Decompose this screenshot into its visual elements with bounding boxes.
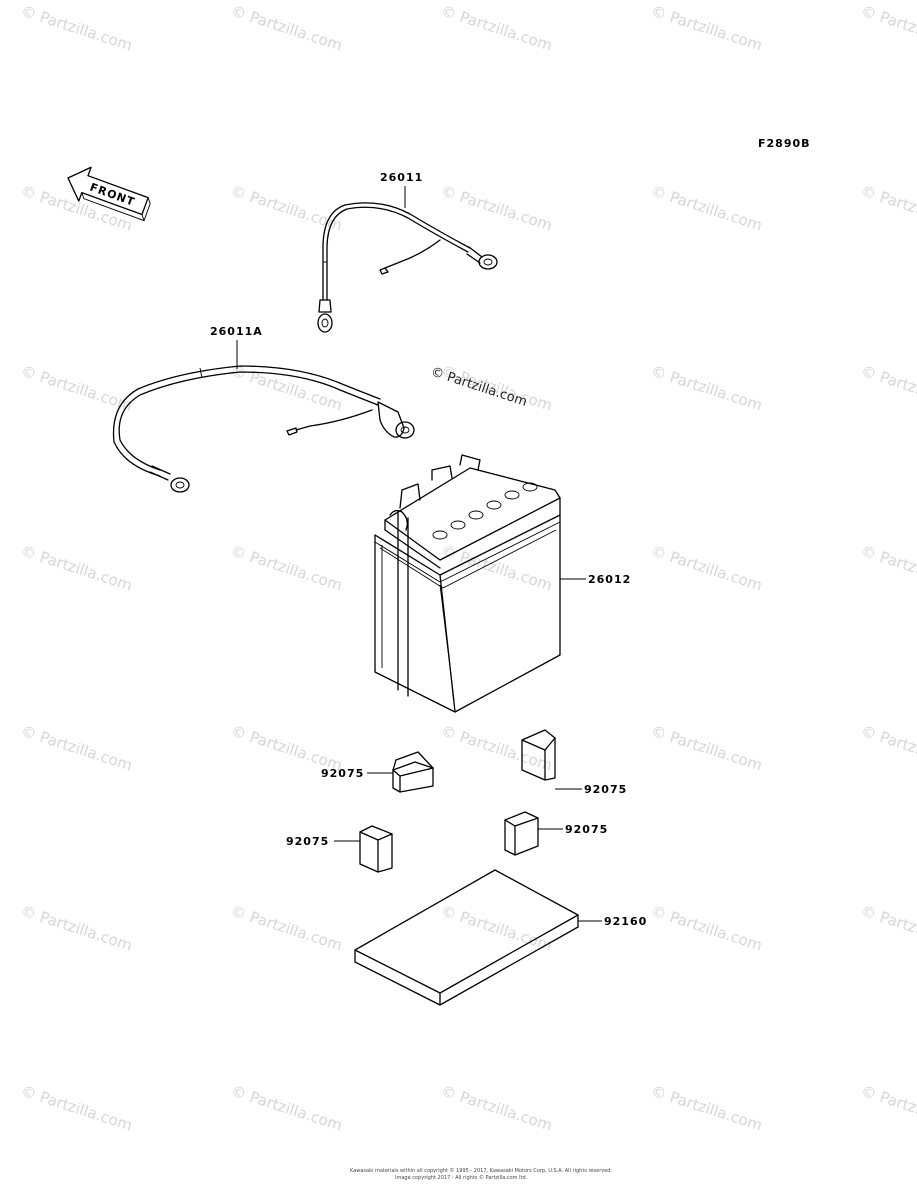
background-watermark: © Partzilla.com <box>649 542 765 595</box>
background-watermark: © Partzilla.com <box>19 722 135 775</box>
background-watermark: © Partzilla.com <box>229 2 345 55</box>
label-26012: 26012 <box>588 573 631 586</box>
background-watermark: © Partzilla.com <box>439 182 555 235</box>
background-watermark: © Partzilla.com <box>19 902 135 955</box>
background-watermark: © Partzilla.com <box>859 182 917 235</box>
background-watermark: © Partzilla.com <box>19 362 135 415</box>
pad-92075-d[interactable]: 92075 <box>504 811 608 856</box>
label-92075-a: 92075 <box>321 767 364 780</box>
background-watermark: © Partzilla.com <box>649 722 765 775</box>
background-watermark: © Partzilla.com <box>859 902 917 955</box>
background-watermark: © Partzilla.com <box>439 902 555 955</box>
label-92075-c: 92075 <box>286 835 329 848</box>
pad-92075-b[interactable]: 92075 <box>521 729 627 796</box>
background-watermark: © Partzilla.com <box>859 362 917 415</box>
footer-copyright-1: Kawasaki materials within all copyright … <box>350 1167 612 1174</box>
pad-92075-c[interactable]: 92075 <box>286 825 393 873</box>
background-watermark: © Partzilla.com <box>439 542 555 595</box>
background-watermark: © Partzilla.com <box>649 362 765 415</box>
background-watermark: © Partzilla.com <box>229 902 345 955</box>
background-watermark: © Partzilla.com <box>19 2 135 55</box>
cable-26011A[interactable]: 26011A <box>112 325 415 493</box>
background-watermark: © Partzilla.com <box>439 2 555 55</box>
background-watermark: © Partzilla.com <box>649 2 765 55</box>
plate-92160[interactable]: 92160 <box>354 869 647 1006</box>
label-92075-d: 92075 <box>565 823 608 836</box>
background-watermark: © Partzilla.com <box>439 722 555 775</box>
background-watermark: © Partzilla.com <box>229 542 345 595</box>
background-watermark: © Partzilla.com <box>859 542 917 595</box>
label-26011A: 26011A <box>210 325 263 338</box>
label-26011: 26011 <box>380 171 423 184</box>
background-watermark: © Partzilla.com <box>19 542 135 595</box>
background-watermark: © Partzilla.com <box>859 1082 917 1135</box>
battery-cells <box>432 482 538 540</box>
footer-copyright-2: Image copyright 2017 - All rights © Part… <box>395 1174 528 1181</box>
background-watermark: © Partzilla.com <box>649 902 765 955</box>
background-watermark: © Partzilla.com <box>19 1082 135 1135</box>
figure-code: F2890B <box>758 137 811 150</box>
background-watermark: © Partzilla.com <box>859 722 917 775</box>
pad-92075-a[interactable]: 92075 <box>321 751 434 793</box>
label-92075-b: 92075 <box>584 783 627 796</box>
cable-26011[interactable]: 26011 <box>317 171 498 333</box>
background-watermark: © Partzilla.com <box>859 2 917 55</box>
background-watermark: © Partzilla.com <box>649 182 765 235</box>
background-watermark: © Partzilla.com <box>439 1082 555 1135</box>
battery-26012[interactable]: 26012 <box>374 454 631 713</box>
background-watermark: © Partzilla.com <box>229 1082 345 1135</box>
background-watermark: © Partzilla.com <box>229 182 345 235</box>
label-92160: 92160 <box>604 915 647 928</box>
background-watermark: © Partzilla.com <box>649 1082 765 1135</box>
